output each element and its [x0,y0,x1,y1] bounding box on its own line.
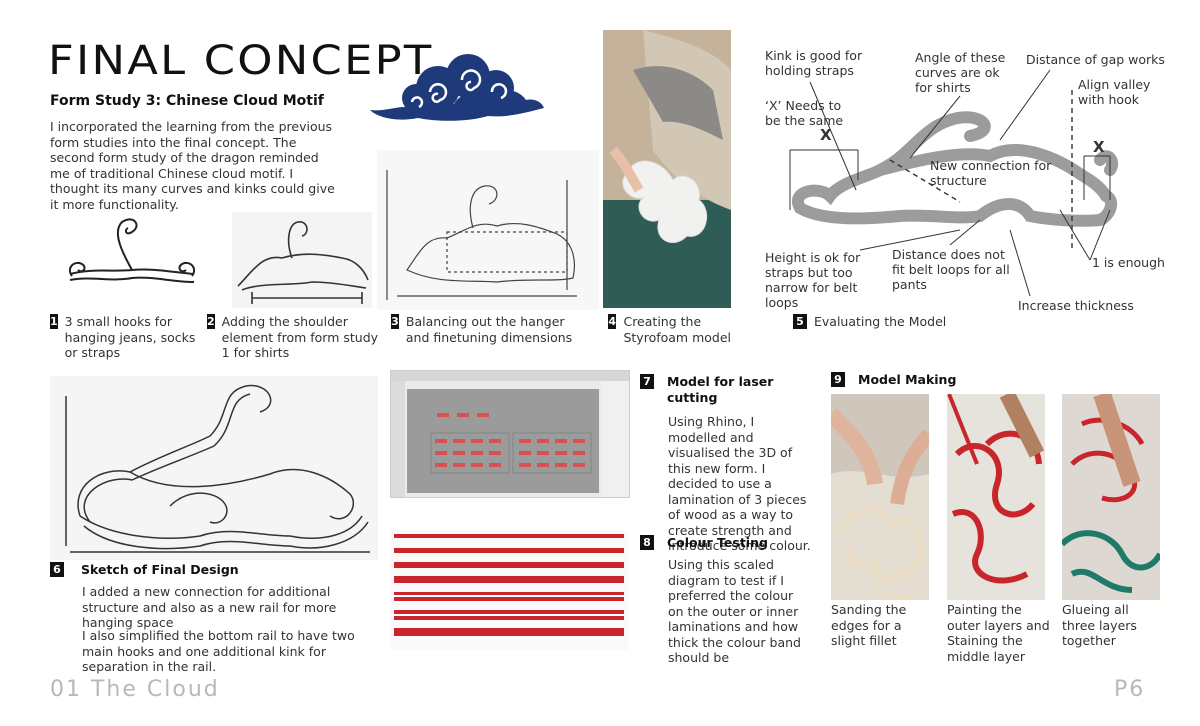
note-distance: Distance does not fit belt loops for all… [892,247,1010,292]
step-8-number: 8 [640,535,654,550]
step-9-title: Model Making [858,372,957,387]
step-8-title: Colour Testing [667,535,768,550]
step-1-text: 3 small hooks for hanging jeans, socks o… [64,314,196,360]
step-5-number: 5 [793,314,807,329]
step-6-caption: 6 Sketch of Final Design [50,562,239,578]
note-gap: Distance of gap works [1026,52,1165,67]
sketch-paragraph-2: I also simplified the bottom rail to hav… [82,628,355,674]
step-7-title: Model for laser cutting [667,374,774,405]
photo-sanding [831,394,929,600]
step-7-number: 7 [640,374,654,389]
sketch-dimensions [377,150,599,310]
footer-section-title: 01 The Cloud [50,677,220,702]
cloud-motif-icon [370,54,544,121]
step-4-number: 4 [608,314,617,329]
form-study-heading: Form Study 3: Chinese Cloud Motif [50,93,324,109]
step-6-number: 6 [50,562,64,577]
step-9-number: 9 [831,372,845,387]
photo-painting [947,394,1045,600]
sketch-shoulder-element [232,212,372,308]
step-8-caption: 8 Colour Testing [640,535,790,551]
step-2-text: Adding the shoulder element from form st… [221,314,379,360]
x-mark-right: X [1093,138,1105,156]
intro-paragraph: I incorporated the learning from the pre… [50,119,335,212]
sketch-three-hooks [68,218,196,283]
rhino-screenshot [390,370,630,498]
note-new-connection: New connection for structure [930,158,1052,188]
step-5-text: Evaluating the Model [814,314,947,329]
note-angle: Angle of these curves are ok for shirts [915,50,1006,95]
step-3-caption: 3 Balancing out the hanger and finetunin… [391,314,591,345]
step-4-text: Creating the Styrofoam model [623,314,731,345]
step-7-caption: 7 Model for laser cutting [640,374,790,405]
evaluation-diagram [789,90,1119,250]
x-mark-left: X [820,126,832,144]
caption-painting: Painting the outer layers and Staining t… [947,602,1050,664]
step-1-number: 1 [50,314,58,329]
footer-page-number: P6 [1114,677,1146,702]
annotation-leader-lines [809,69,1111,297]
colour-test-strips [390,530,628,650]
step-4-caption: 4 Creating the Styrofoam model [608,314,738,345]
note-kink: Kink is good for holding straps [765,48,863,78]
note-height: Height is ok for straps but too narrow f… [765,250,861,310]
note-align: Align valley with hook [1078,77,1151,107]
step-3-text: Balancing out the hanger and finetuning … [405,314,573,345]
photo-glueing [1062,394,1160,600]
sketch-paragraph-1: I added a new connection for additional … [82,584,337,630]
caption-sanding: Sanding the edges for a slight fillet [831,602,907,648]
laser-paragraph: Using Rhino, I modelled and visualised t… [668,414,811,553]
step-6-title: Sketch of Final Design [81,562,239,577]
photo-styrofoam-model [603,30,731,308]
step-1-caption: 1 3 small hooks for hanging jeans, socks… [50,314,200,361]
step-2-number: 2 [207,314,215,329]
sketch-final-design [50,376,378,560]
note-one-enough: 1 is enough [1092,255,1165,270]
page-title: FINAL CONCEPT [48,38,434,84]
step-2-caption: 2 Adding the shoulder element from form … [207,314,387,361]
step-3-number: 3 [391,314,399,329]
step-5-caption: 5 Evaluating the Model [793,314,993,330]
colour-paragraph: Using this scaled diagram to test if I p… [668,557,801,665]
caption-glueing: Glueing all three layers together [1062,602,1137,648]
step-9-caption: 9 Model Making [831,372,1031,388]
note-thickness: Increase thickness [1018,298,1134,313]
